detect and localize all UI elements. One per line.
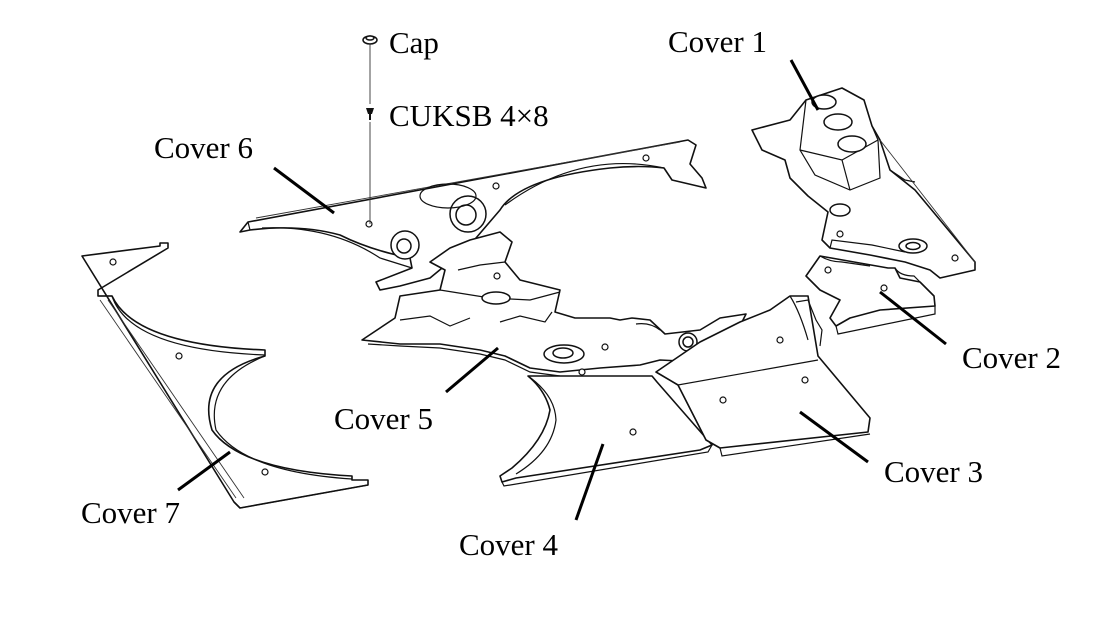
- cover-7-leader: [177, 450, 231, 492]
- cover-1-part: [751, 87, 976, 279]
- cover-2-leader: [879, 290, 947, 346]
- cover-6-label: Cover 6: [154, 130, 253, 165]
- cover-4-leader: [574, 443, 605, 521]
- cover-7-part: [81, 242, 369, 509]
- cover-6-leader: [273, 166, 335, 215]
- cap-label: Cap: [389, 25, 439, 60]
- cover-1-label: Cover 1: [668, 24, 767, 59]
- screw-label: CUKSB 4×8: [389, 98, 549, 133]
- cover-2-part: [805, 255, 936, 335]
- cover-3-label: Cover 3: [884, 454, 983, 489]
- cover-5-part: [361, 231, 747, 377]
- cap-part: [362, 35, 378, 45]
- cover-6-part: [239, 139, 707, 291]
- cover-5-label: Cover 5: [334, 401, 433, 436]
- screw-part: [366, 108, 374, 120]
- cover-4-label: Cover 4: [459, 527, 559, 562]
- cover-1-leader: [789, 59, 820, 111]
- cover-3-leader: [799, 410, 869, 464]
- cover-7-label: Cover 7: [81, 495, 180, 530]
- cover-4-part: [499, 368, 713, 487]
- cover-5-leader: [445, 346, 499, 394]
- cover-2-label: Cover 2: [962, 340, 1061, 375]
- cover-3-part: [655, 295, 871, 457]
